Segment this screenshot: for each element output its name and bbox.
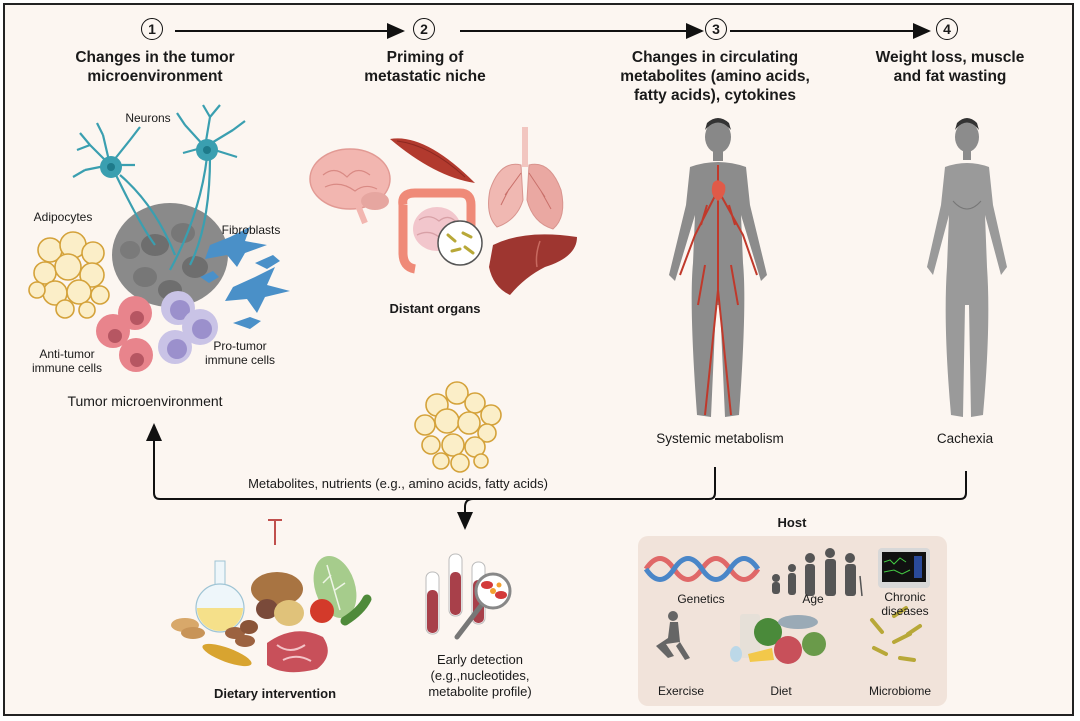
monitor-icon (878, 548, 930, 588)
cucumber-icon (340, 594, 372, 626)
inhibition-symbol (268, 519, 282, 545)
step-number-2: 2 (413, 18, 435, 40)
age-silhouettes-icon (772, 548, 863, 597)
muscle-icon (390, 138, 475, 183)
heart-icon (711, 180, 726, 201)
anti-tumor-immune-cells (96, 296, 153, 372)
almond-icon (225, 620, 258, 647)
oil-flask-icon (195, 560, 245, 633)
adipose-tissue-illustration (414, 381, 502, 473)
step-title-2: Priming of metastatic niche (364, 49, 486, 85)
tomato-icon (310, 599, 334, 623)
host-factor-age: Age (802, 592, 824, 606)
label-fibroblasts: Fibroblasts (221, 223, 281, 237)
potato-icon (251, 572, 304, 626)
steak-icon (267, 631, 328, 673)
microbiome-bacteria-icon (870, 606, 922, 662)
host-factor-exercise: Exercise (657, 684, 704, 698)
caption-early-detection: Early detection (e.g.,nucleotides, metab… (428, 652, 532, 699)
early-detection-illustration (425, 553, 512, 640)
early-detection-arrow (457, 498, 474, 530)
tumor-mass (112, 203, 228, 307)
caption-dietary-intervention: Dietary intervention (213, 686, 337, 701)
corn-icon (202, 643, 252, 667)
human-body-cachexia (927, 118, 1007, 417)
runner-icon (656, 611, 690, 660)
caption-systemic-metabolism: Systemic metabolism (656, 431, 784, 446)
tumor-microenvironment-illustration (28, 104, 290, 372)
adipocyte-cluster (28, 231, 110, 319)
cachexia-figure (927, 118, 1007, 417)
step-number-1: 1 (141, 18, 163, 40)
diet-foods-icon (730, 614, 826, 664)
brain-icon (309, 148, 391, 225)
pro-tumor-immune-cells (158, 291, 218, 364)
step-title-3: Changes in circulating metabolites (amin… (620, 49, 810, 104)
feedback-loop-line (146, 423, 716, 500)
caption-distant-organs: Distant organs (389, 301, 481, 316)
lungs-icon (488, 127, 564, 230)
host-factor-genetics: Genetics (677, 592, 725, 606)
microbiome-magnifier-icon (437, 220, 483, 266)
liver-icon (489, 234, 577, 295)
step-title-4: Weight loss, muscle and fat wasting (875, 49, 1025, 85)
diagram-frame: 1 2 3 4 Changes in the tumor microenviro… (3, 3, 1074, 716)
label-adipocytes: Adipocytes (33, 210, 93, 224)
peanut-icon (171, 618, 205, 639)
step-number-3: 3 (705, 18, 727, 40)
flow-arrows (146, 23, 967, 545)
label-anti-tumor-immune-cells: Anti-tumor immune cells (31, 347, 103, 375)
systemic-metabolism-figure (669, 118, 767, 417)
feedback-label: Metabolites, nutrients (e.g., amino acid… (248, 476, 548, 491)
distant-organs-illustration (309, 127, 577, 295)
caption-cachexia: Cachexia (936, 431, 994, 446)
step-title-1: Changes in the tumor microenvironment (75, 49, 235, 85)
dna-icon (643, 556, 761, 582)
human-body-circulation (669, 118, 767, 417)
dietary-intervention-illustration (171, 555, 372, 673)
host-factor-diet: Diet (770, 684, 792, 698)
host-title: Host (777, 515, 807, 530)
label-neurons: Neurons (125, 111, 171, 125)
host-factor-microbiome: Microbiome (868, 684, 931, 698)
magnifying-glass-icon (454, 572, 512, 640)
host-factors-panel: Genetics Age Chronic diseases Exercise D… (638, 536, 947, 706)
step-number-4: 4 (936, 18, 958, 40)
caption-tumor-microenvironment: Tumor microenvironment (67, 393, 223, 409)
neuron-cells (72, 104, 246, 271)
host-factor-chronic-diseases: Chronic diseases (881, 590, 929, 618)
fibroblast-cells (200, 227, 290, 329)
cachexia-connector (715, 471, 967, 500)
host-icons (643, 548, 930, 664)
label-pro-tumor-immune-cells: Pro-tumor immune cells (204, 339, 276, 367)
